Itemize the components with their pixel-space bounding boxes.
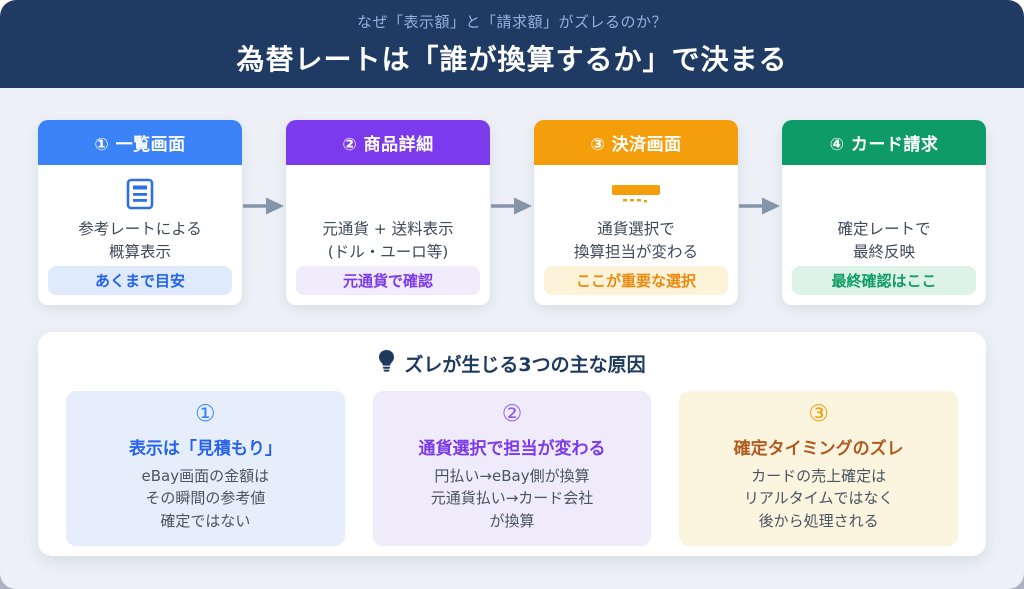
cause-text-line: 元通貨払い→カード会社 xyxy=(430,489,594,508)
step-card-item-detail: ② 商品詳細 元通貨 + 送料表示 (ドル・ユーロ等) 元通貨で確認 xyxy=(286,120,490,305)
step-description-line: 概算表示 xyxy=(108,242,171,261)
step-card-checkout-screen: ③ 決済画面 通貨選択で 換算担当が変わる ここが重要な選択 xyxy=(534,120,738,305)
step-description-line: 最終反映 xyxy=(852,242,915,261)
step-card-body: 参考レートによる 概算表示 あくまで目安 xyxy=(38,165,242,305)
cause-box-estimate: ① 表示は「見積もり」 eBay画面の金額は その瞬間の参考値 確定ではない xyxy=(66,391,345,547)
step-card-header: ① 一覧画面 xyxy=(38,120,242,165)
cause-heading: 通貨選択で担当が変わる xyxy=(418,438,606,459)
step-note-badge: 最終確認はここ xyxy=(792,266,976,295)
step-description-line: (ドル・ユーロ等) xyxy=(327,242,449,261)
document-lines-icon xyxy=(126,173,154,215)
step-card-body: 確定レートで 最終反映 最終確認はここ xyxy=(782,165,986,305)
causes-section: ズレが生じる3つの主な原因 ① 表示は「見積もり」 eBay画面の金額は その瞬… xyxy=(38,332,986,556)
cause-text-line: が換算 xyxy=(489,511,535,530)
step-description-line: 通貨選択で xyxy=(597,220,675,239)
step-card-header: ④ カード請求 xyxy=(782,120,986,165)
cause-text: 円払い→eBay側が換算 元通貨払い→カード会社 が換算 xyxy=(431,465,594,533)
step-card-body: 通貨選択で 換算担当が変わる ここが重要な選択 xyxy=(534,165,738,305)
step-card-body: 元通貨 + 送料表示 (ドル・ユーロ等) 元通貨で確認 xyxy=(286,165,490,305)
causes-title: ズレが生じる3つの主な原因 xyxy=(404,354,646,376)
cause-text-line: 円払い→eBay側が換算 xyxy=(434,466,590,485)
step-description-line: 換算担当が変わる xyxy=(573,242,698,261)
cause-text-line: 確定ではない xyxy=(160,511,251,530)
step-description: 通貨選択で 換算担当が変わる xyxy=(574,215,698,266)
step-note-badge: ここが重要な選択 xyxy=(544,266,728,295)
step-description-line: 確定レートで xyxy=(837,220,931,239)
cause-text-line: カードの売上確定は xyxy=(751,466,887,485)
causes-grid: ① 表示は「見積もり」 eBay画面の金額は その瞬間の参考値 確定ではない ②… xyxy=(66,391,959,547)
step-card-list-screen: ① 一覧画面 参考レートによる 概算表示 あくまで目安 xyxy=(38,120,242,305)
cause-text-line: リアルタイムではなく xyxy=(743,489,894,508)
cause-text: カードの売上確定は リアルタイムではなく 後から処理される xyxy=(744,465,894,533)
step-note-badge: 元通貨で確認 xyxy=(296,266,480,295)
step-description: 元通貨 + 送料表示 (ドル・ユーロ等) xyxy=(322,215,453,266)
cause-heading: 表示は「見積もり」 xyxy=(128,438,282,459)
flow-arrow-icon xyxy=(490,120,534,305)
lightbulb-icon xyxy=(378,350,395,377)
cause-text-line: eBay画面の金額は xyxy=(141,466,270,485)
cause-text-line: 後から処理される xyxy=(758,511,879,530)
cause-text-line: その瞬間の参考値 xyxy=(145,489,266,508)
cause-number: ③ xyxy=(808,401,829,427)
step-card-card-billing: ④ カード請求 確定レートで 最終反映 最終確認はここ xyxy=(782,120,986,305)
currency-select-icon xyxy=(610,173,662,215)
cause-number: ② xyxy=(501,401,523,427)
cause-heading: 確定タイミングのズレ xyxy=(733,438,904,459)
cause-number: ① xyxy=(195,401,216,427)
step-description: 参考レートによる 概算表示 xyxy=(78,215,202,266)
page-title: 為替レートは「誰が換算するか」で決まる xyxy=(236,42,788,76)
step-card-header: ② 商品詳細 xyxy=(286,120,490,165)
causes-title-row: ズレが生じる3つの主な原因 xyxy=(66,350,958,377)
header-banner: なぜ「表示額」と「請求額」がズレるのか？ 為替レートは「誰が換算するか」で決まる xyxy=(0,0,1024,88)
step-description-line: 元通貨 + 送料表示 xyxy=(322,220,454,239)
header-subtitle: なぜ「表示額」と「請求額」がズレるのか？ xyxy=(356,12,667,31)
steps-flow-row: ① 一覧画面 参考レートによる 概算表示 あくまで目安 xyxy=(38,120,986,305)
cause-box-settlement-timing: ③ 確定タイミングのズレ カードの売上確定は リアルタイムではなく 後から処理さ… xyxy=(679,391,959,547)
cause-box-currency-choice: ② 通貨選択で担当が変わる 円払い→eBay側が換算 元通貨払い→カード会社 が… xyxy=(372,391,652,547)
step-description: 確定レートで 最終反映 xyxy=(837,215,930,266)
step-description-line: 参考レートによる xyxy=(78,220,202,239)
step-note-badge: あくまで目安 xyxy=(48,266,232,295)
flow-arrow-icon xyxy=(738,120,782,305)
flow-arrow-icon xyxy=(242,120,286,305)
step-card-header: ③ 決済画面 xyxy=(534,120,738,165)
cause-text: eBay画面の金額は その瞬間の参考値 確定ではない xyxy=(142,465,270,533)
